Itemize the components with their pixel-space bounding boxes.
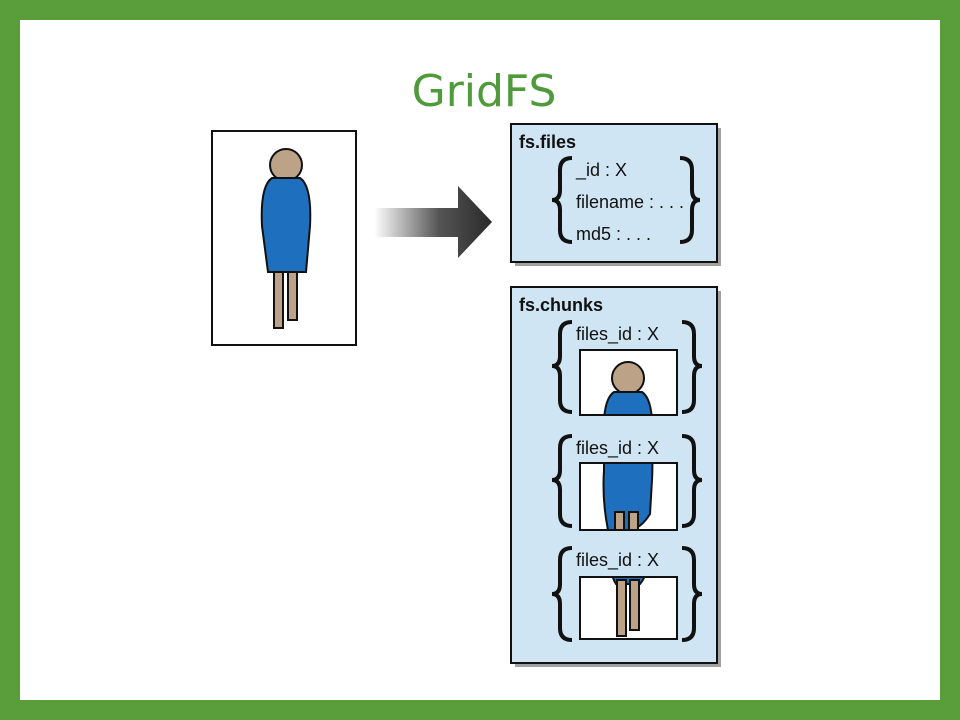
files-panel: fs.files _id : X filename : . . . md5 : …	[510, 123, 721, 266]
arrow-right-icon	[374, 186, 492, 258]
brace-icon	[679, 156, 701, 244]
brace-icon	[681, 434, 703, 528]
brace-icon	[551, 546, 573, 642]
field-filename: filename : . . .	[576, 192, 684, 212]
chunk-3: files_id : X	[551, 546, 703, 642]
brace-icon	[551, 320, 573, 414]
chunks-panel: fs.chunks files_id : X files_id : X	[510, 286, 721, 667]
chunk-data-box	[579, 576, 678, 640]
brace-icon	[551, 434, 573, 528]
chunks-heading: fs.chunks	[519, 295, 603, 315]
chunk-2: files_id : X	[551, 434, 703, 531]
brace-icon	[551, 156, 573, 244]
brace-icon	[681, 320, 703, 414]
chunk-label: files_id : X	[576, 550, 659, 571]
chunk-label: files_id : X	[576, 438, 659, 459]
chunk-1: files_id : X	[551, 320, 703, 416]
files-heading: fs.files	[519, 132, 576, 152]
brace-icon	[681, 546, 703, 642]
slide-title: GridFS	[411, 66, 557, 117]
field-md5: md5 : . . .	[576, 224, 651, 244]
chunk-label: files_id : X	[576, 324, 659, 345]
slide: GridFS	[20, 20, 940, 700]
field-id: _id : X	[575, 160, 627, 181]
